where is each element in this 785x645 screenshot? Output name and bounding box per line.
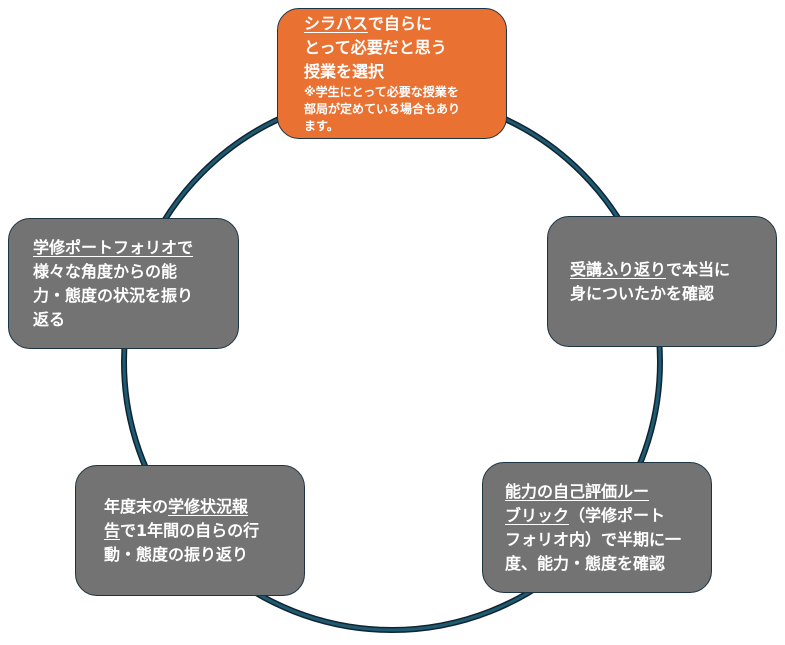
note: 部局が定めている場合もあり (304, 102, 461, 116)
note: ます。 (304, 119, 339, 133)
report-link-text: 告 (104, 520, 121, 540)
portfolio-link-text: 学修ポートフォリオで (33, 237, 194, 257)
text: （学修ポート (569, 505, 666, 525)
text: で1年間の自らの行 (120, 520, 260, 540)
rubric-link-text: ブリック (505, 505, 570, 525)
syllabus-link-text: シラバス (304, 14, 368, 33)
text: フォリオ内）で半期に一 (505, 529, 682, 549)
reflection-link-text: 受講ふり返り (570, 259, 667, 279)
step-rubric-self-evaluation: 能力の自己評価ルー ブリック（学修ポート フォリオ内）で半期に一 度、能力・態度… (482, 462, 712, 593)
text: 動・態度の振り返り (104, 544, 249, 564)
text: 力・態度の状況を振り (33, 285, 194, 305)
step-portfolio-review: 学修ポートフォリオで 様々な角度からの能 力・態度の状況を振り 返る (8, 218, 239, 349)
note: ※学生にとって必要な授業を (304, 85, 459, 99)
report-link-text: 学修状況報 (168, 496, 249, 516)
text: で自らに (367, 14, 432, 33)
text: 授業を選択 (304, 62, 385, 81)
text: 身についたかを確認 (570, 283, 715, 303)
step-course-reflection: 受講ふり返りで本当に 身についたかを確認 (547, 216, 777, 347)
text: で本当に (666, 259, 731, 279)
step-annual-report: 年度末の学修状況報 告で1年間の自らの行 動・態度の振り返り (75, 465, 305, 596)
step-syllabus-selection: シラバスで自らに とって必要だと思う 授業を選択 ※学生にとって必要な授業を 部… (277, 8, 507, 139)
text: とって必要だと思う (304, 38, 447, 57)
text: 年度末の (104, 496, 169, 516)
text: 度、能力・態度を確認 (505, 553, 666, 573)
text: 返る (33, 309, 66, 329)
text: 様々な角度からの能 (33, 261, 178, 281)
rubric-link-text: 能力の自己評価ルー (505, 481, 650, 501)
